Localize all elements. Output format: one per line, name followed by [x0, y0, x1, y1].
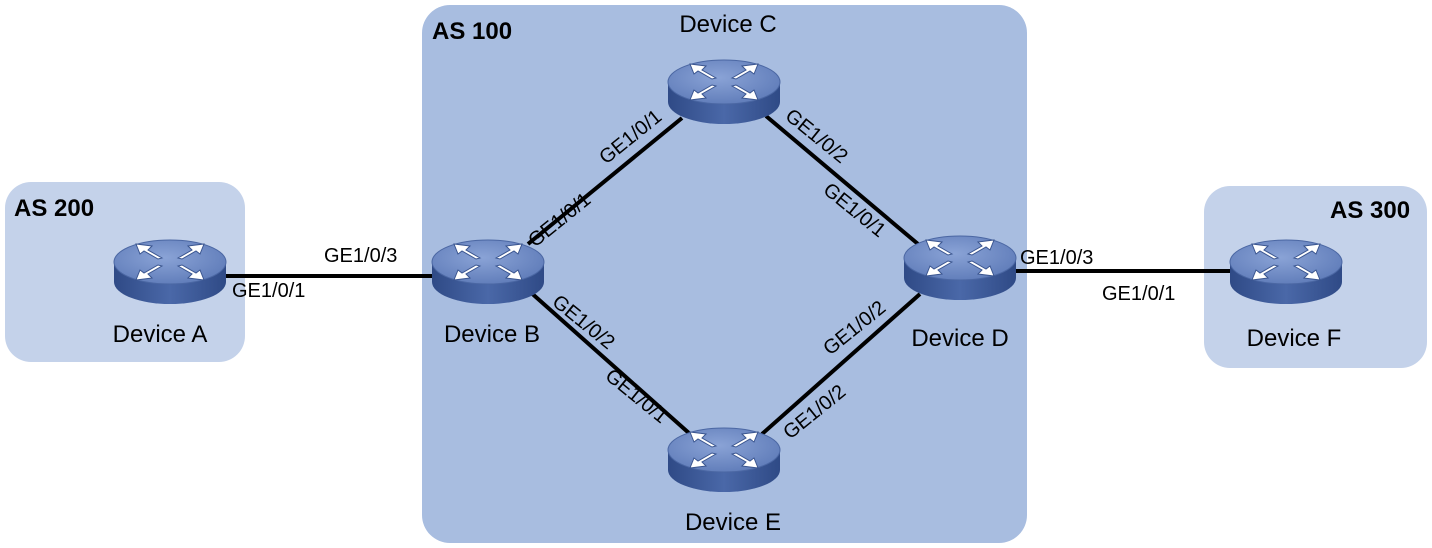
as300-label: AS 300 — [1330, 197, 1410, 224]
device-f-label: Device F — [1247, 325, 1342, 352]
device-c-label: Device C — [679, 11, 776, 38]
device-a-router-icon[interactable] — [113, 239, 227, 305]
as100-label: AS 100 — [432, 18, 512, 45]
device-a-label: Device A — [113, 321, 208, 348]
port-label-a-to-b: GE1/0/1 — [232, 280, 305, 302]
link-b-c — [526, 116, 684, 246]
as100-region — [422, 5, 1027, 543]
device-d-router-icon[interactable] — [903, 235, 1017, 301]
device-d-label: Device D — [911, 325, 1008, 352]
device-b-router-icon[interactable] — [431, 239, 545, 305]
link-b-e — [526, 288, 692, 436]
as200-label: AS 200 — [14, 195, 94, 222]
device-b-label: Device B — [444, 321, 540, 348]
link-e-d — [760, 292, 922, 436]
port-label-f-to-d: GE1/0/1 — [1102, 283, 1175, 305]
device-f-router-icon[interactable] — [1229, 239, 1343, 305]
link-c-d — [764, 114, 920, 246]
port-label-d-to-f: GE1/0/3 — [1020, 247, 1093, 269]
device-e-router-icon[interactable] — [667, 427, 781, 493]
port-label-b-to-a: GE1/0/3 — [324, 245, 397, 267]
device-e-label: Device E — [685, 509, 781, 536]
device-c-router-icon[interactable] — [667, 59, 781, 125]
